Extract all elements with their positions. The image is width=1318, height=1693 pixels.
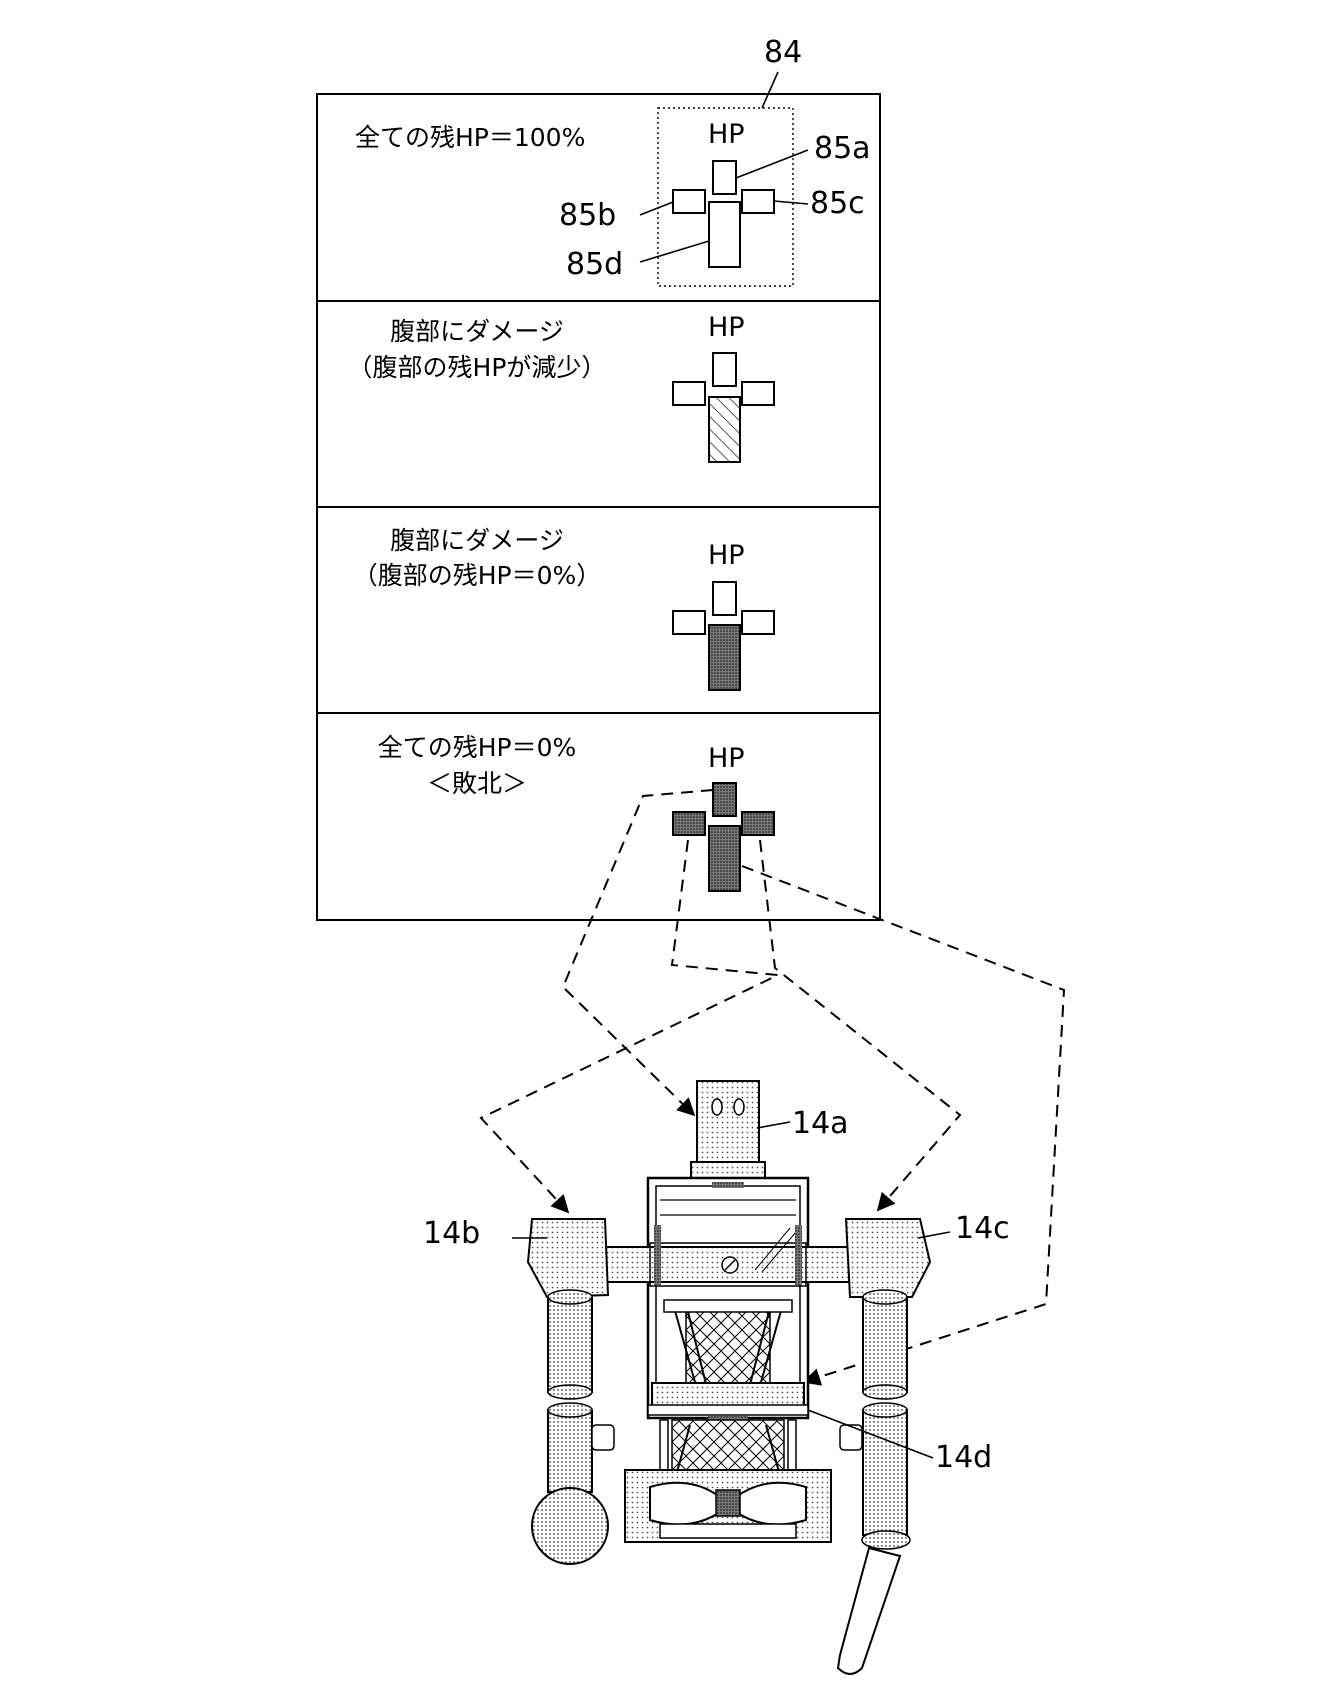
gauge-label-body: 85d (566, 247, 623, 282)
hp-gauge-right-arm (742, 190, 774, 213)
panel-3-caption-line-2: （腹部の残HP＝0%） (353, 561, 602, 590)
robot-left-shoulder (528, 1219, 608, 1297)
hp-gauge-body-reduced (709, 397, 740, 462)
hp-gauge-left-arm (673, 190, 705, 213)
robot-eye-right (734, 1099, 744, 1115)
robot-right-shoulder (846, 1219, 930, 1297)
panel-4-caption-line-2: ＜敗北＞ (427, 769, 527, 798)
hp-gauge-right-arm-zero (742, 812, 774, 835)
robot-left-upper-arm (548, 1297, 592, 1392)
robot-illustration (528, 1081, 930, 1674)
panel-4-caption-line-1: 全ての残HP＝0% (378, 733, 577, 762)
gauge-label-head: 85a (814, 131, 871, 166)
figure-ref-label: 84 (764, 35, 802, 70)
panel-abdomen-reduced: 腹部にダメージ （腹部の残HPが減少） HP (348, 312, 774, 462)
hp-gauge-head-zero (713, 783, 736, 816)
panel-2-caption-line-2: （腹部の残HPが減少） (348, 353, 607, 382)
hp-gauge-right-arm (742, 382, 774, 405)
robot-body-belt (652, 1383, 804, 1407)
hp-gauge-right-arm (742, 611, 774, 634)
gauge-label-left: 85b (559, 198, 616, 233)
hp-gauge-head (713, 582, 736, 615)
figure-ref-leader (762, 72, 778, 108)
gauge-label-right: 85c (810, 186, 865, 221)
robot-eye-left (712, 1099, 722, 1115)
panel-1-caption: 全ての残HP＝100% (355, 123, 585, 152)
hp-gauge-head (713, 161, 736, 194)
robot-head (697, 1081, 759, 1162)
hp-gauge-head (713, 353, 736, 386)
panel-2-hp-label: HP (708, 312, 745, 343)
robot-label-body: 14d (935, 1440, 992, 1475)
panel-1-hp-label: HP (708, 119, 745, 150)
panel-4-hp-label: HP (708, 743, 745, 774)
robot-abdomen-basket (686, 1305, 770, 1395)
robot-right-weapon (838, 1548, 900, 1674)
robot-right-upper-arm (863, 1297, 907, 1392)
panel-all-hp-zero-defeat: 全ての残HP＝0% ＜敗北＞ HP (378, 733, 774, 891)
robot-left-fist (532, 1488, 608, 1564)
robot-left-forearm (548, 1410, 592, 1492)
robot-right-forearm (863, 1410, 907, 1535)
robot-label-right: 14c (955, 1211, 1010, 1246)
hp-gauge-left-arm (673, 382, 705, 405)
hp-gauge-body (709, 202, 740, 267)
panel-2-caption-line-1: 腹部にダメージ (390, 317, 564, 346)
panel-3-hp-label: HP (708, 540, 745, 571)
hp-gauge-left-arm (673, 611, 705, 634)
panel-3-caption-line-1: 腹部にダメージ (390, 526, 564, 555)
hp-gauge-body-zero (709, 826, 740, 891)
robot-label-head: 14a (792, 1106, 849, 1141)
hp-gauge-left-arm-zero (673, 812, 705, 835)
hp-gauge-body-zero (709, 625, 740, 690)
panel-abdomen-zero: 腹部にダメージ （腹部の残HP＝0%） HP (353, 526, 774, 690)
robot-label-left: 14b (423, 1216, 480, 1251)
